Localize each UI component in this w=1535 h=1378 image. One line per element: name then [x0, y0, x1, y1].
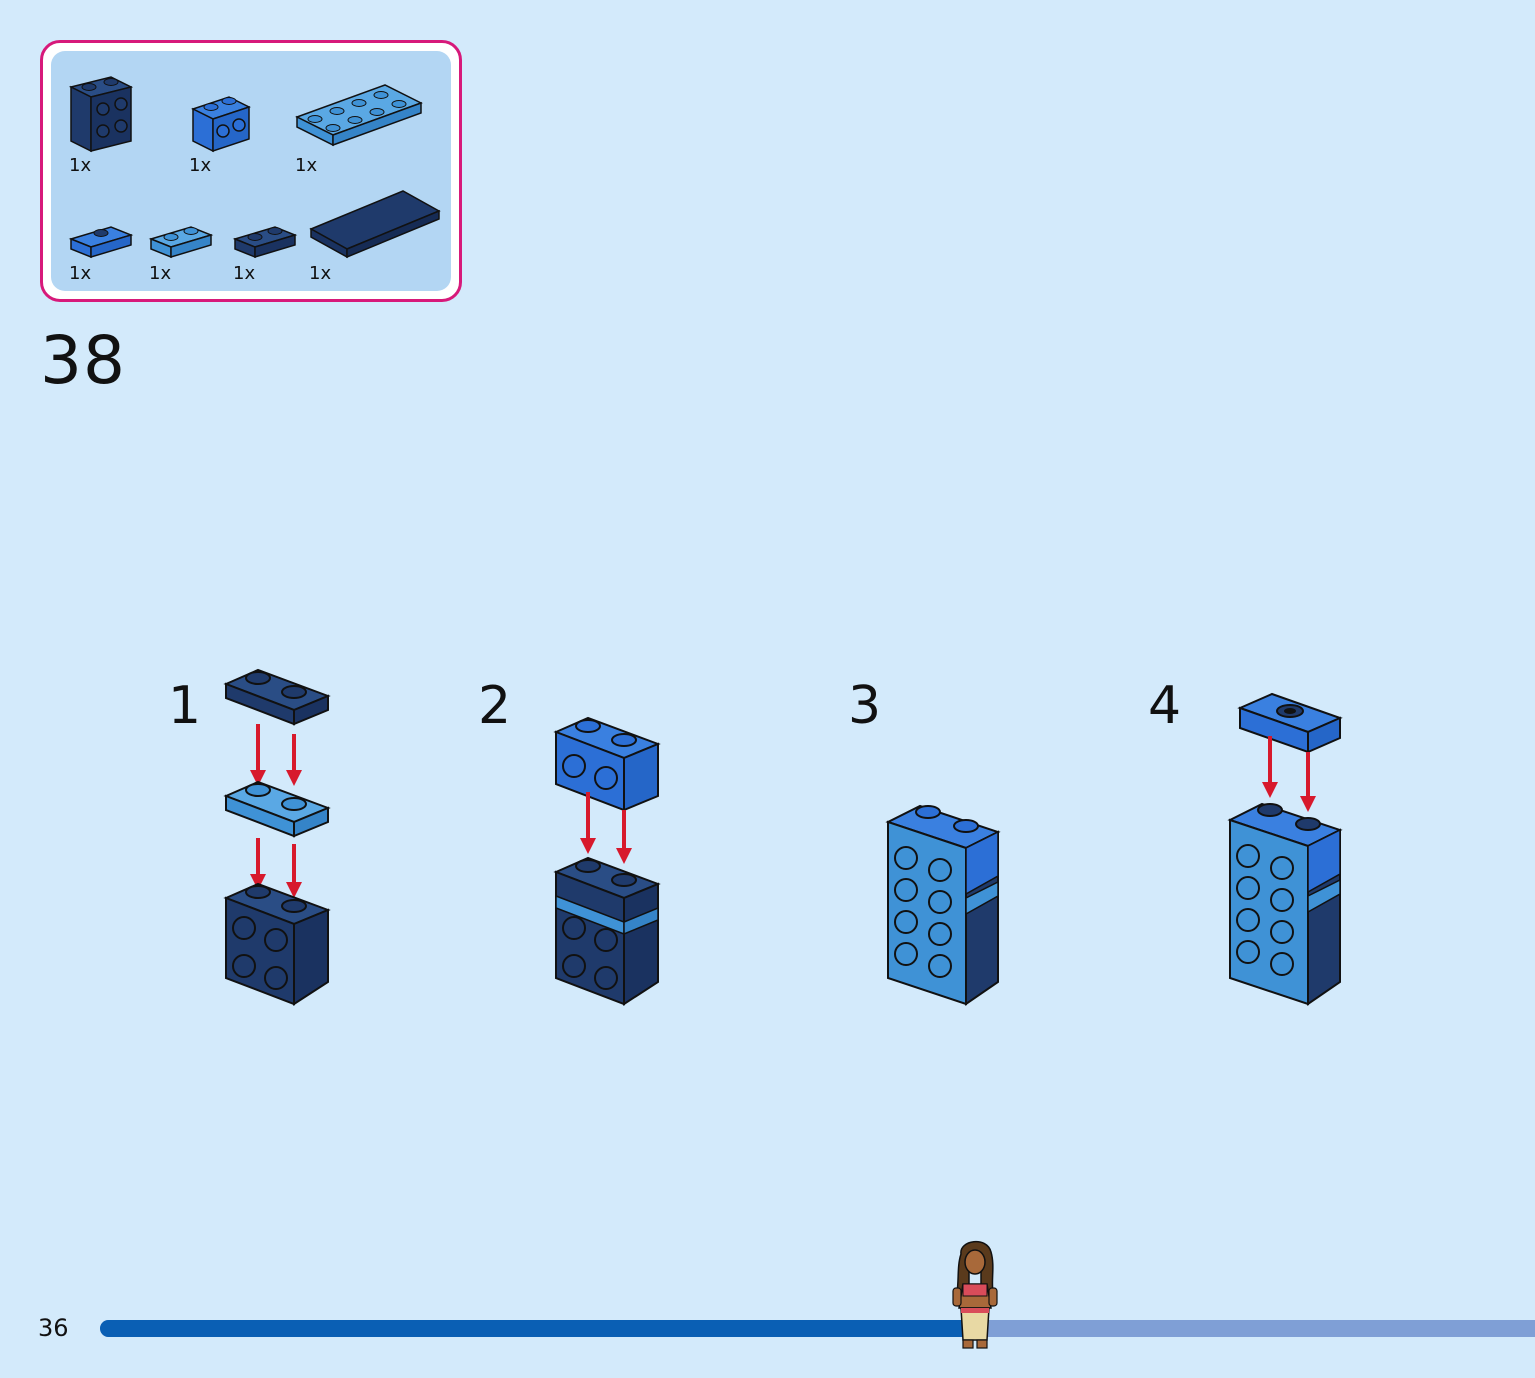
part-plate-2x4-medium-blue-icon — [295, 84, 423, 147]
sub-step-number: 3 — [848, 676, 882, 736]
sub-step-number: 4 — [1148, 676, 1182, 736]
part-qty: 1x — [69, 263, 92, 284]
parts-list: 1x 1x 1x — [51, 51, 451, 291]
part-qty: 1x — [149, 263, 172, 284]
page-number: 36 — [38, 1314, 69, 1342]
sub-step-1-assembly-illustration — [223, 668, 331, 1006]
part-qty: 1x — [189, 155, 212, 176]
sub-step-3-assembly-illustration — [885, 804, 1001, 1006]
sub-step-2-assembly-illustration — [553, 716, 661, 1006]
part-plate-1x2-jumper-blue-icon — [68, 226, 134, 259]
part-plate-1x2-medium-blue-icon — [148, 226, 214, 259]
part-plate-1x2-dark-blue-icon — [232, 226, 298, 259]
part-qty: 1x — [233, 263, 256, 284]
parts-callout: 1x 1x 1x — [40, 40, 462, 302]
part-tile-2x4-dark-blue-icon — [309, 190, 441, 259]
step-number: 38 — [40, 322, 126, 399]
minifigure-progress-marker-icon — [952, 1241, 998, 1349]
progress-bar-fill — [100, 1320, 975, 1337]
sub-step-4-assembly-illustration — [1227, 692, 1343, 1006]
progress-bar — [100, 1320, 1535, 1337]
part-qty: 1x — [309, 263, 332, 284]
sub-step-number: 2 — [478, 676, 512, 736]
part-qty: 1x — [69, 155, 92, 176]
sub-step-number: 1 — [168, 676, 202, 736]
part-brick-2x2-dark-blue-icon — [68, 76, 134, 153]
part-qty: 1x — [295, 155, 318, 176]
part-brick-1x2-blue-icon — [191, 96, 251, 153]
